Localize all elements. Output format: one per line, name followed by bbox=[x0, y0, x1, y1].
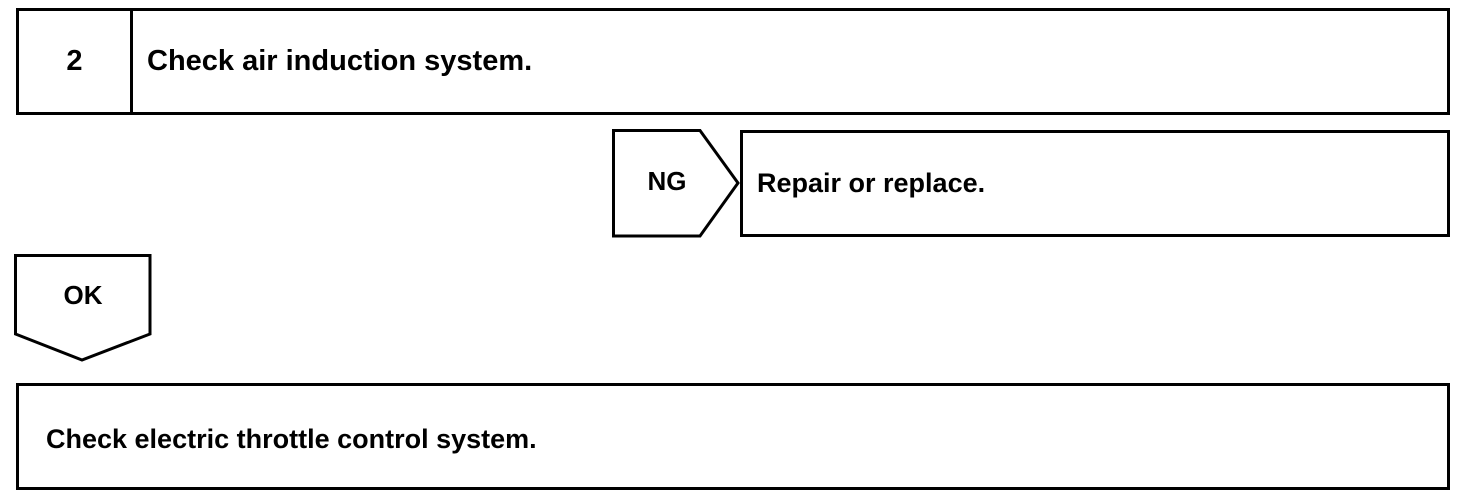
ng-arrow-shape bbox=[612, 129, 740, 238]
ok-label: OK bbox=[63, 280, 103, 310]
ng-label: NG bbox=[647, 166, 687, 196]
ng-arrow-icon bbox=[612, 129, 740, 238]
step-box: 2 Check air induction system. bbox=[16, 8, 1450, 115]
step-instruction: Check air induction system. bbox=[147, 45, 533, 77]
next-step-box: Check electric throttle control system. bbox=[16, 383, 1450, 490]
ng-result-box: Repair or replace. bbox=[740, 130, 1450, 237]
ok-arrow-icon bbox=[14, 254, 152, 362]
step-number: 2 bbox=[66, 45, 83, 77]
step-divider bbox=[130, 11, 133, 112]
ng-action-text: Repair or replace. bbox=[757, 168, 986, 198]
next-step-instruction: Check electric throttle control system. bbox=[46, 424, 537, 454]
ok-arrow-shape bbox=[14, 254, 152, 362]
